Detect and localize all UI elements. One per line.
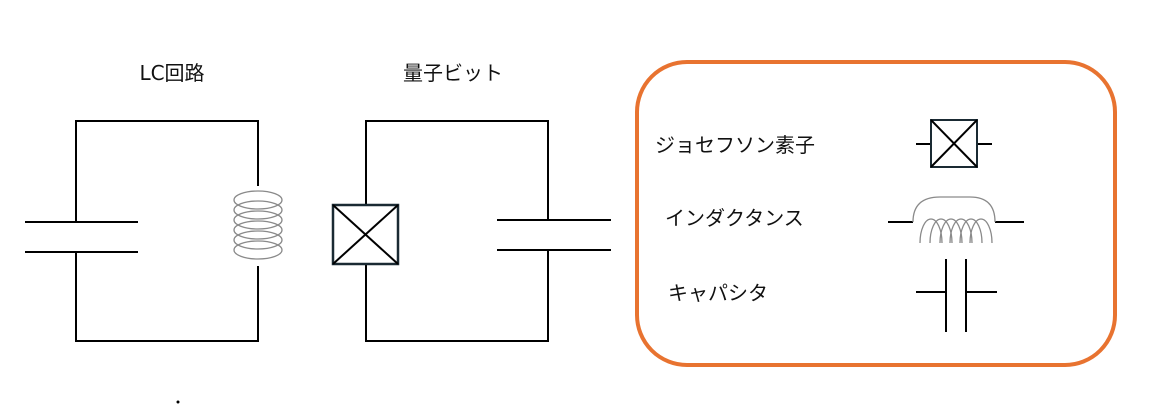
lc-circuit-title: LC回路	[139, 61, 204, 85]
coil-loop	[233, 220, 283, 240]
qubit-title: 量子ビット	[403, 61, 503, 85]
legend-josephson-icon	[916, 119, 992, 168]
lc-circuit	[25, 120, 283, 342]
coil-loop	[969, 218, 993, 244]
qubit-capacitor	[497, 219, 611, 251]
coil-loop	[233, 200, 283, 220]
coil-loop	[233, 210, 283, 230]
coil-loop	[233, 240, 283, 260]
legend-label-capacitor: キャパシタ	[668, 281, 768, 305]
lc-inductor	[233, 190, 283, 260]
coil-arc	[912, 196, 996, 223]
coil-loop	[959, 218, 983, 244]
legend-inductor-icon	[888, 196, 1024, 244]
qubit-josephson-junction	[331, 203, 400, 266]
legend-label-inductance: インダクタンス	[665, 206, 804, 230]
coil-loop	[233, 190, 283, 210]
qubit-circuit	[331, 120, 611, 342]
coil-loop	[233, 230, 283, 250]
stray-dot	[176, 400, 180, 404]
lc-capacitor	[25, 221, 138, 253]
legend-capacitor-icon	[916, 259, 997, 332]
legend-label-josephson: ジョセフソン素子	[655, 133, 815, 157]
legend-box	[635, 60, 1117, 367]
